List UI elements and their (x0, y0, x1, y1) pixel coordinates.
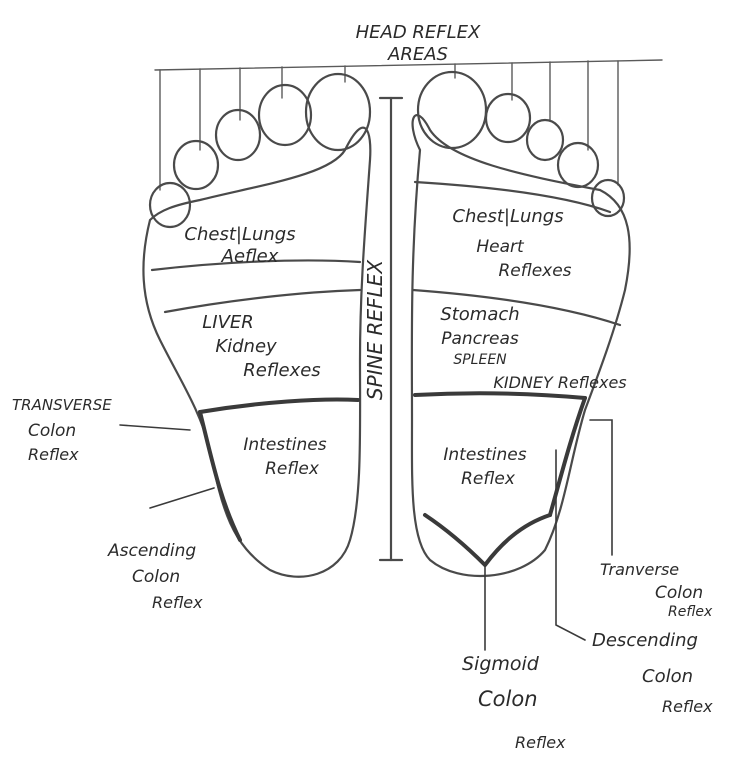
left-toe-5 (150, 183, 190, 227)
right-chest-line-3: Reflexes (498, 261, 571, 281)
ascending-line-2: Colon (132, 567, 180, 587)
sigmoid-line-1: Sigmoid (462, 653, 540, 675)
left-chest-line-1: Chest|Lungs (184, 224, 295, 245)
transverse-left-pointer (120, 425, 190, 430)
right-toe-2 (486, 94, 530, 142)
head-label-line-2: AREAS (387, 44, 448, 65)
left-intestines-line-2: Reflex (265, 459, 320, 479)
descending-line-2: Colon (642, 666, 693, 687)
callout-pointers (120, 420, 612, 650)
transverse-right-pointer (590, 420, 612, 555)
transverse-right-line-2: Colon (655, 583, 703, 603)
left-toe-3 (216, 110, 260, 160)
right-stomach-line-2: Pancreas (441, 329, 519, 349)
left-liver-line-1: LIVER (202, 312, 254, 333)
ascending-pointer (150, 488, 214, 508)
transverse-left-line-3: Reflex (28, 445, 79, 464)
left-toe-1 (306, 74, 370, 150)
left-zone-line-2 (165, 290, 360, 312)
sigmoid-line-2: Colon (478, 687, 538, 711)
right-sigmoid-colon (425, 515, 550, 565)
right-stomach-line-4: KIDNEY Reflexes (493, 373, 626, 392)
left-foot (143, 74, 370, 577)
head-label-line-1: HEAD REFLEX (356, 22, 481, 43)
sigmoid-line-3: Reflex (515, 733, 566, 752)
left-toe-2 (259, 85, 311, 145)
right-stomach-line-3: SPLEEN (453, 352, 507, 368)
transverse-left-line-2: Colon (28, 421, 76, 441)
right-intestines-line-1: Intestines (443, 445, 526, 465)
right-chest-line-1: Chest|Lungs (452, 206, 563, 227)
left-chest-line-2: Aeflex (221, 246, 279, 267)
ascending-line-1: Ascending (107, 541, 196, 561)
right-intestines-line-2: Reflex (461, 469, 516, 489)
left-transverse-colon (200, 400, 358, 413)
descending-line-3: Reflex (662, 697, 713, 716)
right-toe-4 (558, 143, 598, 187)
transverse-right-line-1: Tranverse (600, 560, 679, 579)
spine-label: SPINE REFLEX (363, 259, 387, 400)
descending-line-1: Descending (592, 630, 698, 651)
left-toe-4 (174, 141, 218, 189)
left-ascending-colon (200, 412, 240, 540)
right-toe-1 (418, 72, 486, 148)
right-toe-3 (527, 120, 563, 160)
transverse-right-line-3: Reflex (668, 604, 713, 620)
left-liver-line-3: Reflexes (243, 360, 320, 381)
right-transverse-colon (415, 393, 585, 398)
transverse-left-line-1: TRANSVERSE (12, 396, 112, 414)
ascending-line-3: Reflex (152, 593, 203, 612)
left-intestines-line-1: Intestines (243, 435, 326, 455)
right-stomach-line-1: Stomach (440, 304, 519, 325)
right-chest-line-2: Heart (476, 237, 525, 257)
left-liver-line-2: Kidney (215, 336, 277, 357)
